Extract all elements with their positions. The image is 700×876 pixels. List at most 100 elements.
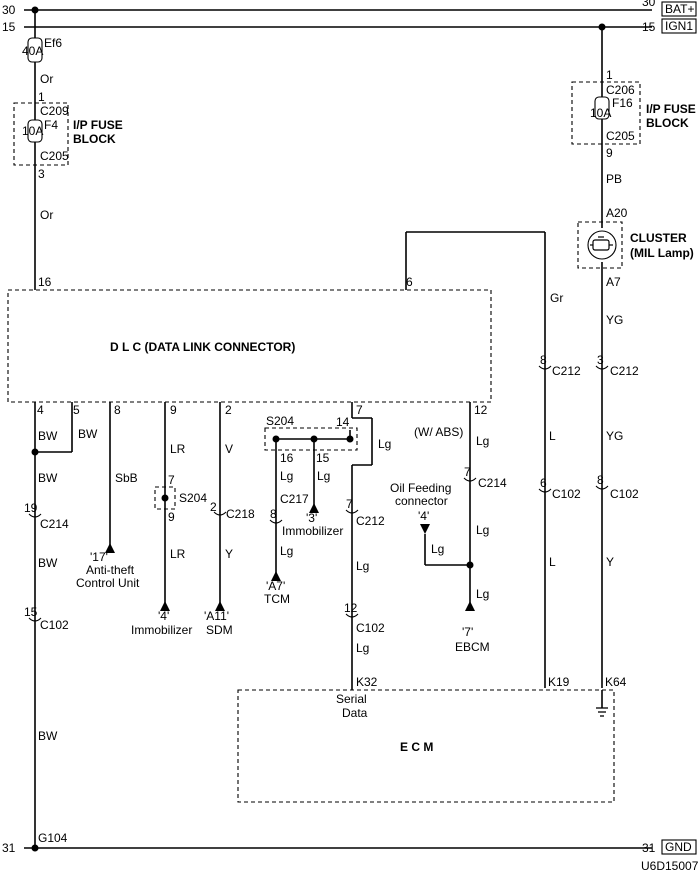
engine-icon	[590, 236, 613, 251]
svg-text:Control Unit: Control Unit	[76, 576, 140, 590]
svg-text:S204: S204	[266, 414, 294, 428]
sdm-circuit: 2 V 2 C218 Y 'A11' SDM	[204, 402, 255, 637]
svg-text:K32: K32	[356, 675, 378, 689]
svg-text:BW: BW	[38, 471, 58, 485]
svg-text:C214: C214	[478, 476, 507, 490]
svg-text:12: 12	[474, 403, 488, 417]
bw-circuit: 4 5 BW BW BW 19 C214 BW 15 C102 BW G104	[24, 402, 98, 848]
svg-text:7: 7	[464, 465, 471, 479]
svg-text:C212: C212	[356, 514, 385, 528]
antitheft-circuit: 8 SbB '17' Anti-theft Control Unit	[76, 402, 140, 590]
svg-text:1: 1	[606, 68, 613, 82]
svg-text:8: 8	[540, 353, 547, 367]
svg-text:SbB: SbB	[115, 471, 138, 485]
svg-text:15: 15	[642, 20, 656, 34]
svg-text:Or: Or	[40, 72, 53, 86]
svg-text:9: 9	[168, 510, 175, 524]
svg-text:Oil Feeding: Oil Feeding	[390, 481, 451, 495]
svg-text:Serial: Serial	[336, 692, 367, 706]
bat-rail: 30 30 BAT+	[2, 0, 697, 17]
svg-text:'A7': 'A7'	[266, 579, 285, 593]
gnd-rail: 31 31 GND	[2, 839, 697, 855]
svg-text:D L C (DATA LINK CONNECTOR): D L C (DATA LINK CONNECTOR)	[110, 340, 295, 354]
svg-text:Lg: Lg	[378, 437, 391, 451]
svg-text:C218: C218	[226, 507, 255, 521]
svg-text:C214: C214	[40, 517, 69, 531]
svg-text:14: 14	[336, 415, 350, 429]
svg-text:C205: C205	[606, 129, 635, 143]
svg-text:Lg: Lg	[431, 542, 444, 556]
ground-icon	[596, 707, 608, 717]
svg-text:'4': '4'	[418, 509, 429, 523]
serial-data-circuit: 7 S204 Lg 14 16 Lg C217 8 Lg 'A7' TCM 15…	[264, 402, 391, 720]
svg-text:BW: BW	[78, 427, 98, 441]
svg-text:CLUSTER: CLUSTER	[630, 231, 687, 245]
svg-text:E C M: E C M	[400, 740, 433, 754]
svg-text:L: L	[549, 555, 556, 569]
svg-text:16: 16	[280, 451, 294, 465]
svg-text:8: 8	[114, 403, 121, 417]
dlc-box: D L C (DATA LINK CONNECTOR) 6 Gr	[7, 231, 563, 688]
ign-label: IGN1	[665, 19, 693, 33]
svg-text:Lg: Lg	[280, 469, 293, 483]
svg-text:31: 31	[2, 841, 16, 855]
svg-text:Lg: Lg	[476, 587, 489, 601]
svg-text:'4': '4'	[158, 609, 169, 623]
ecm-box: E C M	[237, 689, 615, 803]
svg-text:BW: BW	[38, 729, 58, 743]
svg-text:1: 1	[38, 90, 45, 104]
svg-text:BLOCK: BLOCK	[73, 132, 116, 146]
svg-text:12: 12	[344, 601, 358, 615]
bat-rail-num-right: 30	[642, 0, 656, 9]
svg-text:V: V	[225, 442, 233, 456]
svg-text:LR: LR	[170, 547, 186, 561]
svg-text:S204: S204	[179, 491, 207, 505]
svg-text:'A11': 'A11'	[204, 609, 229, 623]
svg-text:K19: K19	[548, 675, 570, 689]
svg-text:(MIL Lamp): (MIL Lamp)	[630, 246, 694, 260]
svg-text:C102: C102	[356, 621, 385, 635]
bat-label: BAT+	[665, 2, 694, 16]
svg-text:Y: Y	[225, 547, 233, 561]
svg-text:2: 2	[210, 500, 217, 514]
svg-text:Gr: Gr	[550, 291, 563, 305]
svg-text:C212: C212	[610, 364, 639, 378]
svg-text:Lg: Lg	[356, 559, 369, 573]
svg-text:F4: F4	[44, 118, 58, 132]
svg-text:9: 9	[170, 403, 177, 417]
svg-text:Lg: Lg	[280, 544, 293, 558]
svg-text:LR: LR	[170, 442, 186, 456]
svg-text:5: 5	[73, 403, 80, 417]
svg-text:Anti-theft: Anti-theft	[86, 563, 135, 577]
svg-text:C102: C102	[610, 487, 639, 501]
svg-text:F16: F16	[612, 96, 633, 110]
svg-text:Lg: Lg	[317, 469, 330, 483]
svg-text:Lg: Lg	[356, 641, 369, 655]
svg-text:C217: C217	[280, 492, 309, 506]
svg-text:BLOCK: BLOCK	[646, 116, 689, 130]
svg-text:7: 7	[168, 473, 175, 487]
svg-text:Ef6: Ef6	[44, 36, 62, 50]
svg-text:I/P FUSE: I/P FUSE	[73, 118, 123, 132]
svg-text:TCM: TCM	[264, 592, 290, 606]
svg-text:Lg: Lg	[476, 523, 489, 537]
svg-text:C205: C205	[40, 149, 69, 163]
svg-text:L: L	[549, 429, 556, 443]
svg-text:PB: PB	[606, 172, 622, 186]
svg-text:8: 8	[270, 507, 277, 521]
svg-text:Lg: Lg	[476, 434, 489, 448]
svg-text:Immobilizer: Immobilizer	[131, 623, 192, 637]
svg-text:EBCM: EBCM	[455, 640, 490, 654]
svg-text:Immobilizer: Immobilizer	[282, 524, 343, 538]
svg-text:C206: C206	[606, 83, 635, 97]
svg-text:6: 6	[406, 275, 413, 289]
svg-text:'17': '17'	[90, 550, 108, 564]
svg-text:40A: 40A	[22, 44, 43, 58]
svg-text:BW: BW	[38, 556, 58, 570]
svg-text:2: 2	[225, 403, 232, 417]
svg-text:30: 30	[2, 3, 16, 17]
svg-text:(W/ ABS): (W/ ABS)	[414, 425, 463, 439]
svg-text:10A: 10A	[22, 124, 43, 138]
svg-text:10A: 10A	[590, 106, 611, 120]
